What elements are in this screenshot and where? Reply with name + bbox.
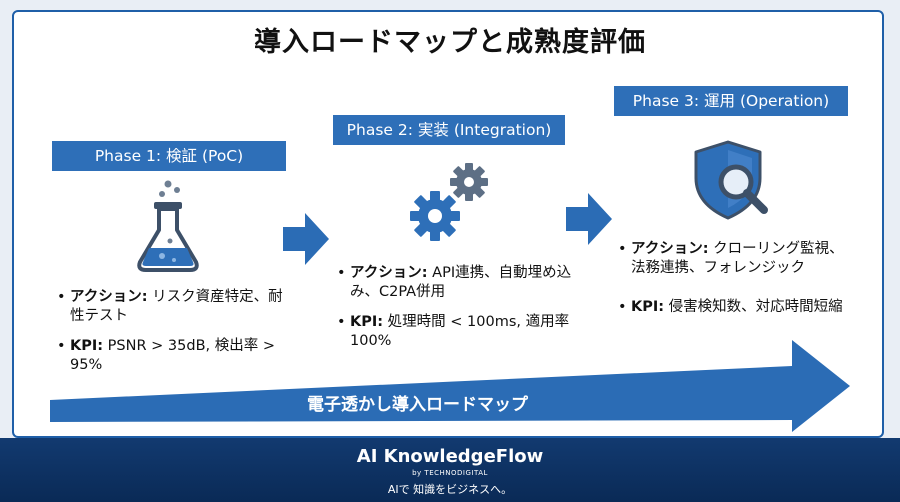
phase-3-kpi: •KPI: 侵害検知数、対応時間短縮 [618,299,843,315]
roadmap-arrow-label: 電子透かし導入ロードマップ [307,395,528,415]
phase-2-bullets: •アクション: API連携、自動埋め込み、C2PA併用 •KPI: 処理時間 <… [337,264,577,362]
footer-brand: AI KnowledgeFlow [356,446,544,467]
footer-tagline: AIで 知識をビジネスへ。 [387,483,513,496]
phase-1-label: Phase 1: 検証 (PoC) [52,141,286,171]
step-arrow-2 [566,193,612,245]
shield-search-icon [694,140,768,220]
footer-by: by TECHNODIGITAL [412,469,488,477]
phase-2-label: Phase 2: 実装 (Integration) [333,115,565,145]
phase-1-action: •アクション: リスク資産特定、耐性テスト [57,289,283,324]
phase-2-kpi: •KPI: 処理時間 < 100ms, 適用率 100% [337,314,570,349]
footer: AI KnowledgeFlow by TECHNODIGITAL AIで 知識… [0,438,900,502]
step-arrow-1 [283,213,329,265]
phase-3-label: Phase 3: 運用 (Operation) [614,86,848,116]
phase-2-action: •アクション: API連携、自動埋め込み、C2PA併用 [337,265,572,300]
phase-3-bullets: •アクション: クローリング監視、法務連携、フォレンジック •KPI: 侵害検知… [618,240,858,328]
gears-icon [410,163,488,241]
phase-1-bullets: •アクション: リスク資産特定、耐性テスト •KPI: PSNR > 35dB,… [57,288,297,386]
phase-3-action: •アクション: クローリング監視、法務連携、フォレンジック [618,241,844,276]
roadmap-arrow [50,340,850,432]
phase-1-kpi: •KPI: PSNR > 35dB, 検出率 > 95% [57,338,275,373]
page-title: 導入ロードマップと成熟度評価 [254,27,646,58]
flask-icon [137,180,199,272]
